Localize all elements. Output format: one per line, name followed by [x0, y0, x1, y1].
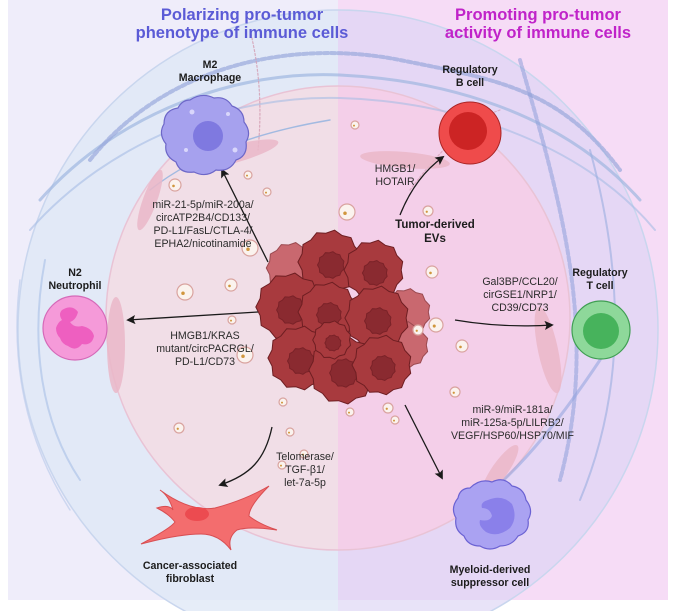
ev-cargo-dot	[452, 391, 455, 394]
arrow-to-regulatory-t-cell	[454, 319, 554, 330]
ev-vesicle	[277, 460, 287, 470]
arrow-to-fibroblast	[218, 426, 273, 488]
ev-vesicle	[173, 422, 185, 434]
arrow-to-m2-macrophage	[221, 168, 269, 263]
ev-vesicle	[345, 407, 355, 417]
extracellular-vesicles	[168, 120, 469, 470]
ev-vesicle	[422, 205, 434, 217]
fibroblast-molecules: Telomerase/ TGF-β1/ let-7a-5p	[276, 451, 334, 489]
n2-neutrophil-icon	[42, 295, 108, 361]
ev-vesicle	[227, 315, 237, 325]
tumor-cell-nucleus	[324, 334, 342, 352]
ev-vesicle	[350, 120, 360, 130]
ev-vesicle	[299, 449, 309, 459]
ev-vesicle	[241, 239, 259, 257]
ev-cargo-dot	[181, 291, 185, 295]
n2-neutrophil-label: N2 Neutrophil	[48, 267, 102, 292]
ev-cargo-dot	[429, 271, 432, 275]
ev-cargo-dot	[246, 247, 250, 251]
regulatory-t-cell-icon	[571, 300, 631, 360]
ev-vesicle	[262, 187, 272, 197]
tumor-cell-nucleus	[363, 307, 392, 335]
ev-cargo-dot	[288, 431, 290, 434]
regulatory-b-cell-icon	[438, 101, 502, 165]
ev-cargo-dot	[172, 184, 175, 188]
m2-macrophage-label: M2 Macrophage	[178, 59, 242, 84]
tumor-cell-cluster	[255, 229, 431, 405]
fibroblast-icon	[140, 485, 278, 551]
arrow-to-n2-neutrophil	[126, 311, 259, 325]
ev-vesicle	[412, 324, 424, 336]
ev-cargo-dot	[459, 345, 462, 349]
ev-vesicle	[236, 346, 254, 364]
arrows	[126, 155, 554, 488]
ev-cargo-dot	[343, 211, 347, 215]
right-panel-title: Promoting pro-tumor activity of immune c…	[444, 6, 632, 43]
tumor-cell-nucleus	[329, 358, 359, 388]
stroma-ring	[17, 9, 659, 611]
tumor-derived-evs-label: Tumor-derived EVs	[395, 219, 475, 246]
m2-macrophage-molecules: miR-21-5p/miR-200a/ circATP2B4/CD133/ PD…	[152, 199, 254, 250]
ev-cargo-dot	[415, 329, 418, 332]
tumor-cell-nucleus	[276, 295, 306, 325]
arrow-to-regulatory-b-cell	[399, 155, 445, 216]
ev-cargo-dot	[425, 210, 428, 213]
mdsc-icon	[452, 479, 532, 550]
ev-cargo-dot	[228, 284, 231, 288]
ev-cargo-dot	[281, 401, 283, 404]
regulatory-t-cell-molecules: Gal3BP/CCL20/ cirGSE1/NRP1/ CD39/CD73	[482, 276, 558, 314]
ev-vesicle	[428, 317, 444, 333]
ev-cargo-dot	[230, 319, 232, 322]
ev-vesicle	[168, 178, 182, 192]
ev-vesicle	[455, 339, 469, 353]
ev-vesicle	[278, 397, 288, 407]
ev-vesicle	[449, 386, 461, 398]
m2-macrophage-icon	[160, 94, 250, 176]
ev-vesicle	[285, 427, 295, 437]
arrow-to-mdsc	[404, 404, 443, 480]
tumor-cell-nucleus	[369, 354, 396, 382]
regulatory-b-cell-label: Regulatory B cell	[442, 64, 498, 89]
left-panel-title: Polarizing pro-tumor phenotype of immune…	[135, 6, 349, 43]
ev-vesicle	[243, 170, 253, 180]
mdsc-label: Myeloid-derived suppressor cell	[449, 564, 531, 589]
ev-cargo-dot	[265, 191, 267, 194]
ev-vesicle	[338, 203, 356, 221]
tumor-cell-nucleus	[286, 347, 315, 375]
tumor-cell-nucleus	[361, 259, 388, 287]
ev-cargo-dot	[353, 124, 355, 127]
n2-neutrophil-molecules: HMGB1/KRAS mutant/circPACRGL/ PD-L1/CD73	[156, 330, 254, 368]
ev-cargo-dot	[302, 453, 304, 456]
mdsc-molecules: miR-9/miR-181a/ miR-125a-5p/LILRB2/ VEGF…	[450, 404, 575, 442]
ev-cargo-dot	[348, 411, 350, 414]
ev-cargo-dot	[176, 427, 179, 430]
ev-vesicle	[176, 283, 194, 301]
fibroblast-label: Cancer-associated fibroblast	[142, 560, 238, 585]
ev-vesicle	[390, 415, 400, 425]
regulatory-b-cell-molecules: HMGB1/ HOTAIR	[374, 163, 416, 188]
ev-cargo-dot	[241, 354, 245, 358]
ev-vesicle	[382, 402, 394, 414]
tumor-cell-nucleus	[316, 251, 345, 279]
ev-cargo-dot	[385, 407, 388, 410]
ev-vesicle	[425, 265, 439, 279]
ev-vesicle	[224, 278, 238, 292]
ev-cargo-dot	[432, 324, 436, 328]
ev-cargo-dot	[246, 174, 248, 177]
ev-cargo-dot	[280, 464, 282, 467]
ev-cargo-dot	[393, 419, 395, 422]
regulatory-t-cell-label: Regulatory T cell	[572, 267, 628, 292]
